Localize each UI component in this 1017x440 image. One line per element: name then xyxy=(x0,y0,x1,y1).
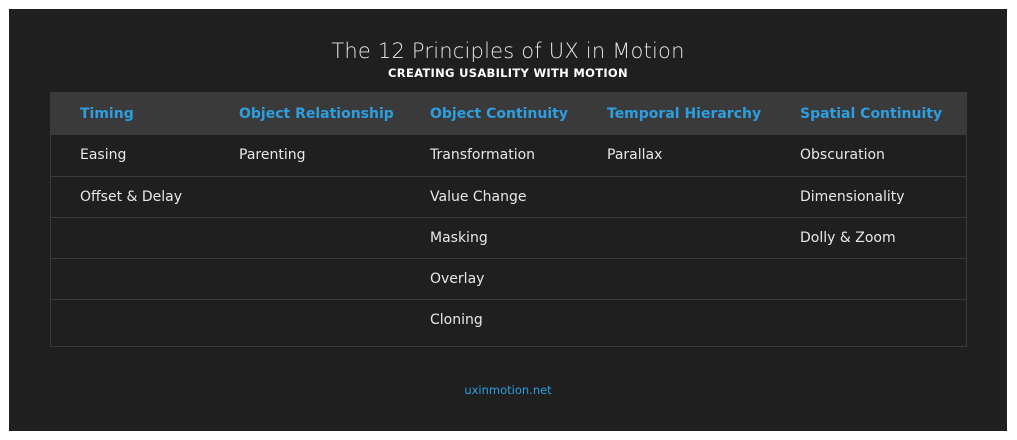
table-cell: Easing xyxy=(80,147,127,163)
table-cell: Obscuration xyxy=(800,147,885,163)
table-cell: Dolly & Zoom xyxy=(800,230,896,246)
table-row: Masking Dolly & Zoom xyxy=(51,217,966,258)
table-row: Offset & Delay Value Change Dimensionali… xyxy=(51,176,966,217)
website-link[interactable]: uxinmotion.net xyxy=(464,383,552,397)
column-header-object-continuity: Object Continuity xyxy=(430,106,568,122)
column-header-temporal-hierarchy: Temporal Hierarchy xyxy=(607,106,762,122)
table-row: Cloning xyxy=(51,299,966,340)
table-cell: Masking xyxy=(430,230,488,246)
table-row: Overlay xyxy=(51,258,966,299)
table-cell: Dimensionality xyxy=(800,189,905,205)
table-cell: Transformation xyxy=(430,147,536,163)
column-header-timing: Timing xyxy=(80,106,134,122)
principles-table: Timing Object Relationship Object Contin… xyxy=(50,92,967,347)
table-cell: Cloning xyxy=(430,312,483,328)
table-header: Timing Object Relationship Object Contin… xyxy=(51,93,966,135)
page-subtitle: CREATING USABILITY WITH MOTION xyxy=(388,66,628,80)
table-cell: Offset & Delay xyxy=(80,189,183,205)
table-row: Easing Parenting Transformation Parallax… xyxy=(51,135,966,176)
column-header-spatial-continuity: Spatial Continuity xyxy=(800,106,943,122)
page-title: The 12 Principles of UX in Motion xyxy=(331,39,685,63)
table-cell: Value Change xyxy=(430,189,527,205)
table-cell: Overlay xyxy=(430,271,485,287)
table-cell: Parenting xyxy=(239,147,306,163)
column-header-object-relationship: Object Relationship xyxy=(239,106,394,122)
slide-panel: The 12 Principles of UX in Motion CREATI… xyxy=(9,9,1007,431)
table-cell: Parallax xyxy=(607,147,663,163)
